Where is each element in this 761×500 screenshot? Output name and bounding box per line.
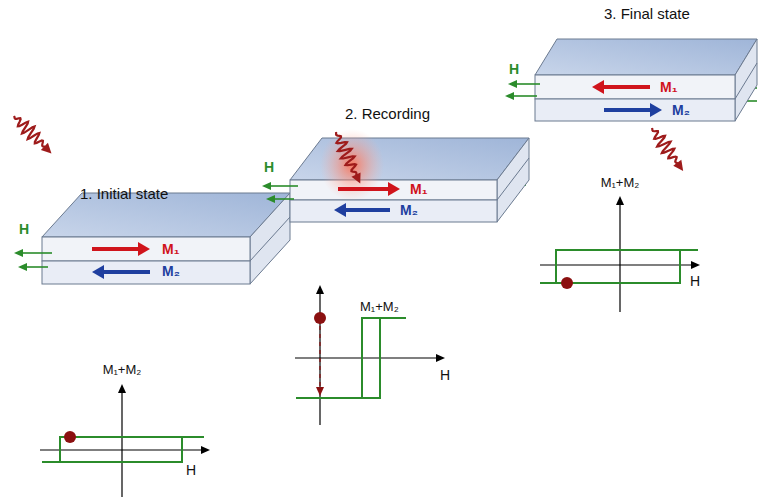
- field-arrow: [512, 95, 537, 97]
- axis-label: H: [440, 368, 450, 383]
- moment-label: M₂: [162, 264, 180, 279]
- m2-arrow: [604, 108, 652, 112]
- axis-label: M₁+M₂: [103, 363, 142, 377]
- m-axis: [121, 391, 122, 497]
- laser-pulse-head: [673, 160, 683, 171]
- m1-arrow: [602, 85, 650, 89]
- layer-edge: [497, 158, 529, 200]
- hysteresis-loop: [556, 250, 680, 283]
- h-axis-head: [436, 354, 445, 362]
- field-arrow: [269, 185, 298, 187]
- field-label: H: [264, 160, 274, 175]
- hysteresis-loop: [60, 437, 182, 462]
- lower-layer: [290, 200, 497, 222]
- moment-label: M₁: [410, 182, 427, 197]
- axis-label: M₁+M₂: [360, 300, 399, 314]
- h-axis: [540, 264, 693, 265]
- axis-label: M₁+M₂: [601, 176, 640, 190]
- upper-layer: [42, 237, 250, 261]
- m1-arrow: [338, 187, 390, 191]
- field-arrow: [515, 83, 540, 85]
- moment-label: M₁: [660, 80, 677, 95]
- m1-arrow-head: [592, 80, 604, 94]
- layer-edge: [735, 63, 757, 99]
- slab-side: [497, 138, 529, 222]
- slab-side: [250, 193, 290, 284]
- axis-label: H: [690, 274, 700, 289]
- upper-layer: [290, 180, 497, 200]
- state-dot: [314, 312, 326, 324]
- state-dot: [64, 431, 76, 443]
- field-arrow: [21, 252, 52, 254]
- stage-title: 2. Recording: [345, 106, 430, 123]
- field-arrow-head: [508, 80, 517, 88]
- transition-head: [316, 387, 324, 396]
- lower-layer: [535, 99, 735, 121]
- state-dot: [561, 277, 573, 289]
- m-axis-head: [118, 384, 126, 393]
- m1-arrow-head: [138, 242, 150, 256]
- field-arrow-head: [266, 195, 275, 203]
- stage-title: 3. Final state: [604, 6, 690, 23]
- moment-label: M₁: [162, 242, 179, 257]
- m1-arrow-head: [388, 182, 400, 196]
- m2-arrow-head: [92, 265, 104, 279]
- field-label: H: [19, 222, 29, 237]
- field-arrow-head: [14, 249, 23, 257]
- slab-side: [735, 39, 757, 121]
- layer-edge: [250, 217, 290, 261]
- hysteresis-loop: [296, 318, 406, 398]
- m2-arrow-head: [650, 103, 662, 117]
- laser-pulse-head: [351, 172, 360, 183]
- upper-layer: [535, 75, 735, 99]
- h-axis: [295, 357, 438, 358]
- transition-path: [319, 326, 320, 386]
- laser-pulse-head: [41, 143, 52, 154]
- slab-top: [535, 39, 757, 75]
- m2-arrow: [102, 270, 150, 274]
- m2-arrow: [344, 208, 390, 212]
- moment-label: M₂: [672, 103, 690, 118]
- h-axis-head: [691, 261, 700, 269]
- m2-arrow-head: [334, 203, 346, 217]
- laser-pulse: [14, 116, 45, 147]
- m-axis-head: [316, 285, 324, 294]
- field-arrow: [273, 198, 294, 200]
- field-label: H: [509, 62, 519, 77]
- hysteresis-loop: [362, 318, 380, 398]
- field-arrow-head: [262, 182, 271, 190]
- moment-label: M₂: [400, 203, 418, 218]
- m-axis: [619, 203, 620, 312]
- stage-title: 1. Initial state: [80, 186, 168, 203]
- field-arrow-head: [18, 263, 27, 271]
- m-axis-head: [616, 196, 624, 205]
- field-arrow: [25, 266, 48, 268]
- field-arrow-head: [505, 92, 514, 100]
- laser-pulse: [652, 128, 678, 164]
- laser-pulse: [336, 132, 356, 175]
- lower-layer: [42, 261, 250, 284]
- h-axis-head: [201, 446, 210, 454]
- m1-arrow: [92, 247, 140, 251]
- axis-label: H: [186, 463, 196, 478]
